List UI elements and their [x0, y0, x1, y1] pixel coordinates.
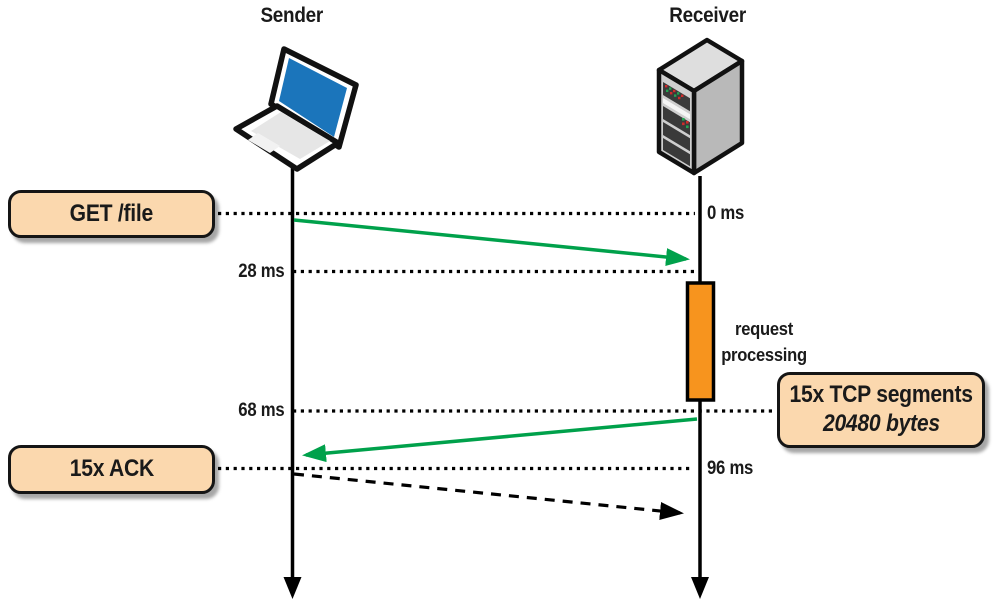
request-processing-annotation: request processing: [721, 319, 807, 365]
laptop-trackpad: [248, 133, 280, 153]
tcp-segments-bytes-label: 20480 bytes: [822, 410, 940, 437]
timestamp-0ms: 0 ms: [707, 203, 745, 224]
receiver-title: Receiver: [628, 4, 788, 28]
sender-title: Sender: [212, 4, 372, 28]
sender-lifeline-arrowhead: [283, 577, 302, 599]
receiver-title-text: Receiver: [669, 4, 747, 27]
server-led-lights: [665, 85, 689, 129]
server-icon: [656, 37, 745, 176]
request-arrow: [293, 218, 690, 266]
processing-activation-bar: [685, 281, 716, 402]
laptop-screen: [279, 58, 347, 137]
ack-dashed-arrow: [293, 472, 684, 520]
timestamp-28ms: 28 ms: [237, 261, 284, 282]
response-arrow: [302, 417, 698, 463]
get-file-label: GET /file: [69, 199, 154, 227]
get-file-note: GET /file: [8, 190, 215, 238]
laptop-icon: [233, 46, 359, 172]
sender-title-text: Sender: [260, 4, 324, 27]
timestamp-68ms: 68 ms: [237, 400, 284, 421]
timestamp-96ms: 96 ms: [707, 458, 754, 479]
tcp-segments-note: 15x TCP segments 20480 bytes: [777, 372, 985, 448]
tcp-segments-label: 15x TCP segments: [789, 381, 973, 409]
ack-note: 15x ACK: [8, 445, 215, 494]
receiver-lifeline-arrowhead: [691, 577, 709, 599]
laptop-keyboard: [251, 112, 330, 159]
ack-label: 15x ACK: [69, 455, 154, 483]
